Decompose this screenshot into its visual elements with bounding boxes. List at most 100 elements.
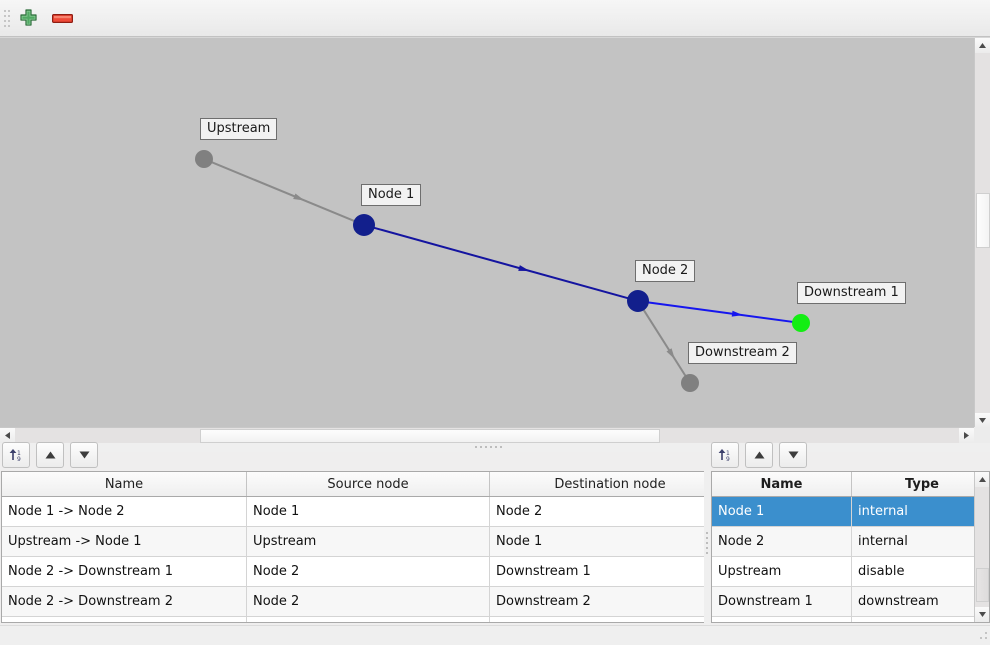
table-cell[interactable]: downstream — [851, 586, 989, 617]
nodes-table-scrollbar[interactable] — [974, 472, 989, 622]
red-minus-icon — [51, 13, 73, 23]
triangle-up-icon — [979, 43, 986, 48]
graph-node-label-upstream[interactable]: Upstream — [200, 118, 278, 140]
table-cell[interactable]: internal — [851, 526, 989, 557]
graph-edge-upstream-node1[interactable] — [211, 161, 356, 223]
svg-text:1: 1 — [17, 450, 21, 457]
triangle-up-icon — [45, 451, 55, 459]
scroll-up-arrow[interactable] — [975, 472, 989, 487]
svg-text:9: 9 — [726, 456, 730, 463]
table-cell[interactable]: Upstream — [712, 556, 852, 587]
table-cell[interactable]: Node 1 -> Node 2 — [2, 496, 247, 527]
resize-grip[interactable] — [980, 632, 987, 639]
table-cell[interactable]: Node 2 — [489, 496, 704, 527]
triangle-right-icon — [964, 432, 969, 439]
graph-node-label-downstream1[interactable]: Downstream 1 — [797, 282, 906, 304]
graph-edge-node2-downstream1[interactable] — [647, 301, 794, 323]
graph-edge-node2-downstream2[interactable] — [642, 308, 687, 377]
svg-text:1: 1 — [726, 450, 730, 457]
graph-node-downstream2[interactable] — [681, 374, 699, 392]
table-cell[interactable]: Upstream -> Node 1 — [2, 526, 247, 557]
add-node-button[interactable] — [14, 5, 42, 31]
table-cell — [246, 616, 490, 622]
table-cell[interactable]: Node 1 — [489, 526, 704, 557]
links-move-down-button[interactable] — [70, 442, 98, 468]
graph-node-label-node2[interactable]: Node 2 — [635, 260, 696, 282]
graph-drawing — [195, 150, 810, 392]
table-cell[interactable]: Node 2 — [246, 586, 490, 617]
nodes-move-down-button[interactable] — [779, 442, 807, 468]
graph-vscroll-thumb[interactable] — [976, 193, 990, 248]
graph-node-node1[interactable] — [353, 214, 375, 236]
status-bar — [0, 625, 990, 645]
scroll-right-arrow[interactable] — [959, 428, 974, 443]
graph-edge-node1-node2[interactable] — [373, 226, 629, 300]
graph-node-upstream[interactable] — [195, 150, 213, 168]
vertical-splitter[interactable] — [704, 470, 710, 625]
graph-horizontal-scrollbar[interactable] — [0, 427, 974, 443]
graph-edge-arrow-node1-node2 — [518, 265, 530, 271]
table-cell[interactable]: Downstream 2 — [489, 586, 704, 617]
table-cell — [712, 616, 852, 622]
main-toolbar — [0, 0, 990, 37]
scroll-down-arrow[interactable] — [975, 607, 989, 622]
graph-node-downstream1[interactable] — [792, 314, 810, 332]
table-cell[interactable]: disable — [851, 556, 989, 587]
graph-node-node2[interactable] — [627, 290, 649, 312]
table-cell[interactable]: Node 2 -> Downstream 1 — [2, 556, 247, 587]
graph-vertical-scrollbar[interactable] — [974, 38, 990, 428]
table-cell[interactable]: Node 2 — [246, 556, 490, 587]
graph-node-label-node1[interactable]: Node 1 — [361, 184, 422, 206]
splitter-grip — [475, 446, 505, 449]
column-header[interactable]: Destination node — [489, 472, 704, 497]
table-cell[interactable]: Downstream 1 — [489, 556, 704, 587]
column-header[interactable]: Name — [2, 472, 247, 497]
green-plus-icon — [19, 8, 37, 26]
triangle-down-icon — [979, 418, 986, 423]
table-cell[interactable]: Node 2 — [712, 526, 852, 557]
table-row-empty[interactable] — [712, 616, 989, 622]
table-cell[interactable]: Node 1 — [246, 496, 490, 527]
table-row-empty[interactable] — [2, 616, 704, 622]
scroll-down-arrow[interactable] — [975, 413, 990, 428]
horizontal-splitter[interactable] — [0, 443, 990, 452]
table-cell[interactable]: Upstream — [246, 526, 490, 557]
scroll-left-arrow[interactable] — [0, 428, 15, 443]
table-cell[interactable]: internal — [851, 496, 989, 527]
graph-node-label-downstream2[interactable]: Downstream 2 — [688, 342, 797, 364]
nodes-table-scroll-thumb[interactable] — [976, 568, 989, 602]
scrollbar-corner — [974, 427, 990, 443]
scroll-up-arrow[interactable] — [975, 38, 990, 53]
links-sort-button[interactable]: 1 9 — [2, 442, 30, 468]
table-cell[interactable]: Node 2 -> Downstream 2 — [2, 586, 247, 617]
nodes-move-up-button[interactable] — [745, 442, 773, 468]
remove-node-button[interactable] — [48, 5, 76, 31]
triangle-up-icon — [979, 477, 986, 482]
graph-hscroll-thumb[interactable] — [200, 429, 660, 443]
column-header[interactable]: Name — [712, 472, 852, 497]
table-cell[interactable]: Node 1 — [712, 496, 852, 527]
column-header[interactable]: Type — [851, 472, 989, 497]
graph-edge-arrow-node2-downstream1 — [731, 310, 744, 317]
table-cell[interactable]: Downstream 1 — [712, 586, 852, 617]
triangle-down-icon — [79, 451, 89, 459]
links-move-up-button[interactable] — [36, 442, 64, 468]
table-cell — [851, 616, 989, 622]
column-header[interactable]: Source node — [246, 472, 490, 497]
toolbar-drag-handle[interactable] — [4, 10, 10, 28]
nodes-sort-button[interactable]: 1 9 — [711, 442, 739, 468]
